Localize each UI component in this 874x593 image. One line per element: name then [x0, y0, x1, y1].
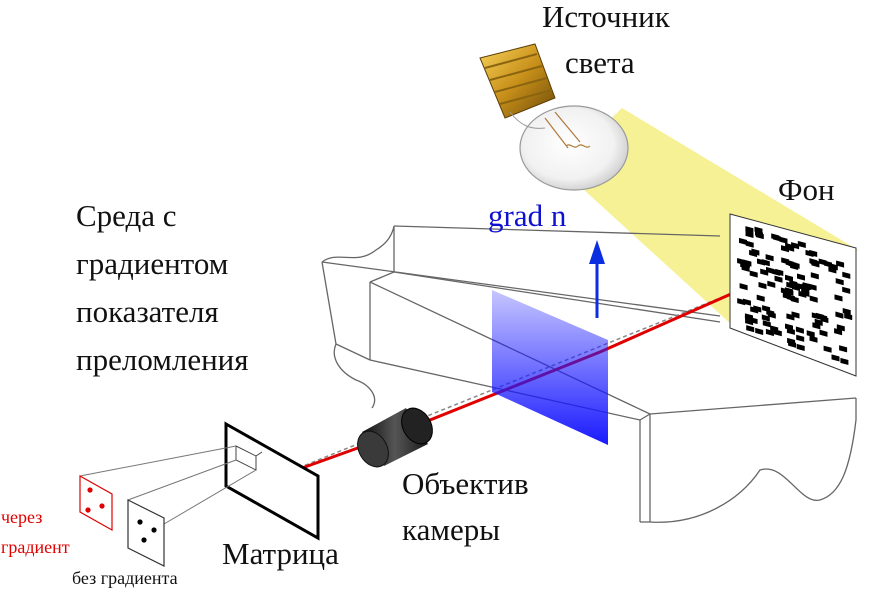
- speckle: [781, 257, 790, 265]
- speckle: [750, 306, 759, 314]
- lens-label-2: камеры: [402, 512, 500, 547]
- speckle: [809, 295, 818, 303]
- speckle: [785, 274, 793, 282]
- medium-label-3: показателя: [76, 294, 219, 329]
- speckle: [797, 240, 806, 249]
- grad-n-label: grad n: [488, 198, 567, 233]
- speckle: [754, 226, 763, 234]
- speckle: [762, 305, 771, 313]
- speckle: [811, 260, 820, 268]
- speckle: [790, 262, 799, 271]
- lens-label-1: Объектив: [402, 466, 529, 501]
- medium-label-1: Среда с: [76, 198, 177, 233]
- speckle: [839, 345, 848, 353]
- speckle: [801, 289, 810, 297]
- speckle: [745, 230, 754, 238]
- speckle: [788, 340, 797, 348]
- speckle: [810, 272, 819, 280]
- speckle: [751, 248, 760, 256]
- medium-label-4: преломления: [76, 342, 249, 377]
- speckle: [740, 261, 749, 270]
- zoom-lines: [79, 445, 257, 525]
- speckle: [766, 266, 774, 274]
- speckle: [824, 260, 832, 268]
- speckle: [828, 266, 837, 274]
- light-source-label-1: Источник: [542, 0, 671, 34]
- background-pattern: [729, 213, 857, 377]
- speckle: [761, 314, 770, 322]
- speckle: [770, 325, 779, 333]
- speckle: [791, 311, 800, 319]
- speckle: [792, 284, 800, 292]
- speckle: [795, 326, 804, 334]
- speckle: [739, 237, 747, 245]
- speckle: [739, 283, 748, 291]
- gradient-arrow: [589, 240, 605, 318]
- speckle: [762, 320, 771, 328]
- speckle: [743, 298, 751, 306]
- light-source-label-2: света: [565, 45, 635, 80]
- speckle: [815, 312, 824, 320]
- speckle: [796, 334, 805, 342]
- speckle: [779, 236, 788, 244]
- background-label: Фон: [778, 172, 835, 207]
- speckle: [749, 270, 758, 278]
- speckle: [786, 294, 795, 302]
- speckle: [840, 357, 849, 366]
- speckle: [809, 335, 818, 343]
- sensor-matrix: [224, 421, 320, 541]
- through-gradient-label-2: градиент: [1, 537, 70, 557]
- speckle: [805, 249, 814, 257]
- gradient-plane: [492, 290, 608, 445]
- speckle: [831, 354, 840, 362]
- inset-through-gradient: [79, 474, 113, 532]
- speckle: [797, 273, 805, 281]
- speckle: [834, 328, 843, 336]
- speckle: [806, 330, 815, 338]
- speckle: [756, 294, 765, 302]
- speckle: [746, 325, 755, 333]
- speckle: [758, 282, 767, 290]
- speckle: [834, 294, 843, 302]
- light-bulb-icon: [479, 43, 629, 191]
- speckle: [745, 240, 754, 248]
- speckle: [772, 268, 781, 276]
- speckle: [842, 286, 851, 294]
- speckle: [836, 260, 845, 268]
- speckle: [842, 271, 851, 279]
- speckle: [773, 234, 781, 242]
- speckle: [780, 287, 789, 295]
- deflected-ray: [265, 288, 741, 483]
- speckle: [767, 280, 776, 288]
- speckle: [774, 275, 783, 283]
- sensor-label: Матрица: [222, 536, 339, 571]
- camera-lens-icon: [357, 407, 433, 468]
- speckle: [785, 242, 794, 251]
- without-gradient-label: без градиента: [72, 568, 178, 588]
- speckle: [796, 343, 805, 352]
- speckle: [802, 282, 811, 290]
- speckle: [814, 318, 823, 326]
- speckle: [786, 327, 795, 335]
- speckle: [835, 311, 844, 319]
- speckle: [757, 258, 765, 266]
- inset-without-gradient: [127, 499, 165, 567]
- medium-label-2: градиентом: [76, 246, 228, 281]
- speckle: [835, 278, 844, 286]
- speckle: [819, 329, 828, 337]
- speckle: [842, 308, 851, 316]
- speckle: [765, 254, 774, 262]
- speckle: [823, 345, 832, 353]
- speckle: [755, 327, 764, 335]
- speckle: [749, 316, 758, 325]
- through-gradient-label-1: через: [1, 507, 42, 527]
